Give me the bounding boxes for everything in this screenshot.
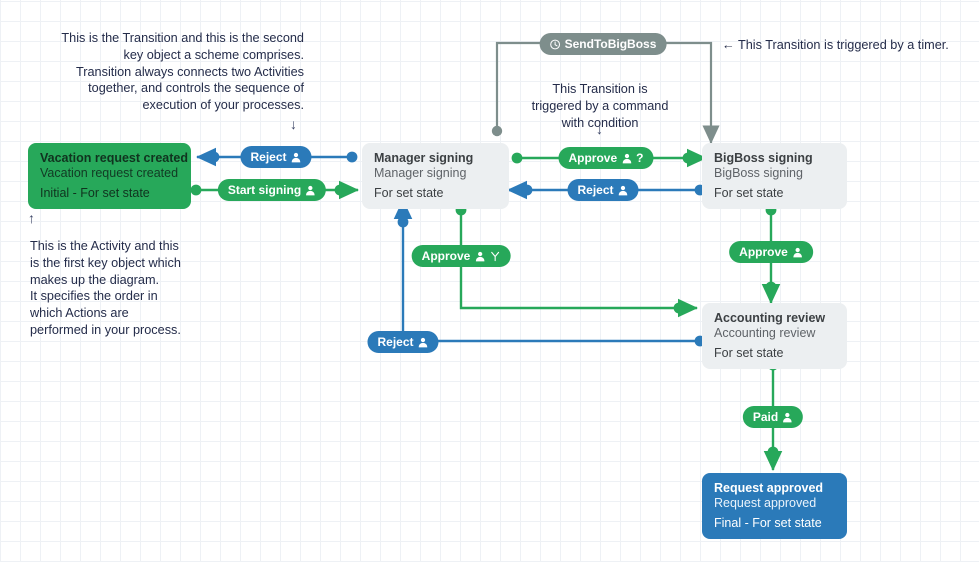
activity-title: Vacation request created [40, 151, 188, 165]
activity-state: Initial - For set state [40, 185, 150, 200]
activity-subtitle: BigBoss signing [714, 166, 803, 181]
annotation-activity-note: This is the Activity and this is the fir… [30, 239, 181, 337]
actor-icon [618, 185, 629, 196]
activity-state: For set state [714, 185, 784, 200]
transition-label: Approve [568, 151, 618, 165]
actor-icon [474, 251, 485, 262]
activity-title: Request approved [714, 481, 824, 495]
annotation-activity-note-arrow: ↑ [28, 210, 35, 226]
transition-label: Approve [739, 245, 788, 259]
transition-reject-manager-to-vacation[interactable]: Reject [240, 146, 312, 168]
transition-label: SendToBigBoss [564, 37, 657, 51]
annotation-command-note: This Transition is triggered by a comman… [531, 82, 669, 130]
activity-state: For set state [714, 345, 784, 360]
transition-label: Start signing [227, 183, 302, 197]
condition-icon: ? [636, 151, 644, 165]
transition-reject-bigboss-to-manager[interactable]: Reject [567, 179, 639, 201]
transition-label: Paid [752, 410, 779, 424]
transition-approve-to-bigboss[interactable]: Approve ? [558, 147, 654, 169]
transition-start-signing[interactable]: Start signing [217, 179, 327, 201]
activity-manager-signing[interactable]: Manager signing Manager signing For set … [362, 143, 509, 209]
edge-reject-accounting-to-manager [393, 199, 706, 347]
activity-subtitle: Manager signing [374, 166, 467, 181]
actor-icon [418, 337, 429, 348]
transition-label: Reject [250, 150, 287, 164]
activity-title: Accounting review [714, 311, 826, 325]
actor-icon [305, 185, 316, 196]
transition-approve-to-accounting[interactable]: Approve [411, 245, 511, 267]
activity-subtitle: Request approved [714, 496, 817, 511]
activity-subtitle: Vacation request created [40, 166, 179, 181]
transition-reject-accounting-to-manager[interactable]: Reject [367, 331, 439, 353]
activity-vacation-request-created[interactable]: Vacation request created Vacation reques… [28, 143, 191, 209]
activity-state: Final - For set state [714, 515, 822, 530]
fork-icon [489, 251, 500, 262]
activity-title: BigBoss signing [714, 151, 813, 165]
transition-label: Approve [421, 249, 471, 263]
transition-paid[interactable]: Paid [742, 406, 804, 428]
actor-icon [291, 152, 302, 163]
activity-accounting-review[interactable]: Accounting review Accounting review For … [702, 303, 847, 369]
annotation-transition-note: This is the Transition and this is the s… [61, 31, 304, 113]
activity-title: Manager signing [374, 151, 474, 165]
annotation-command-note-arrow: ↓ [596, 121, 603, 137]
transition-label: Reject [577, 183, 614, 197]
annotation-transition-note-arrow: ↓ [290, 116, 297, 132]
actor-icon [782, 412, 793, 423]
transition-send-to-bigboss[interactable]: SendToBigBoss [539, 33, 667, 55]
activity-state: For set state [374, 185, 444, 200]
timer-icon [550, 39, 561, 50]
actor-icon [621, 153, 632, 164]
actor-icon [792, 247, 803, 258]
transition-approve-bigboss-to-accounting[interactable]: Approve [729, 241, 813, 263]
transition-label: Reject [377, 335, 414, 349]
activity-subtitle: Accounting review [714, 326, 816, 341]
annotation-timer-note: ← This Transition is triggered by a time… [722, 38, 949, 52]
activity-bigboss-signing[interactable]: BigBoss signing BigBoss signing For set … [702, 143, 847, 209]
activity-request-approved[interactable]: Request approved Request approved Final … [702, 473, 847, 539]
